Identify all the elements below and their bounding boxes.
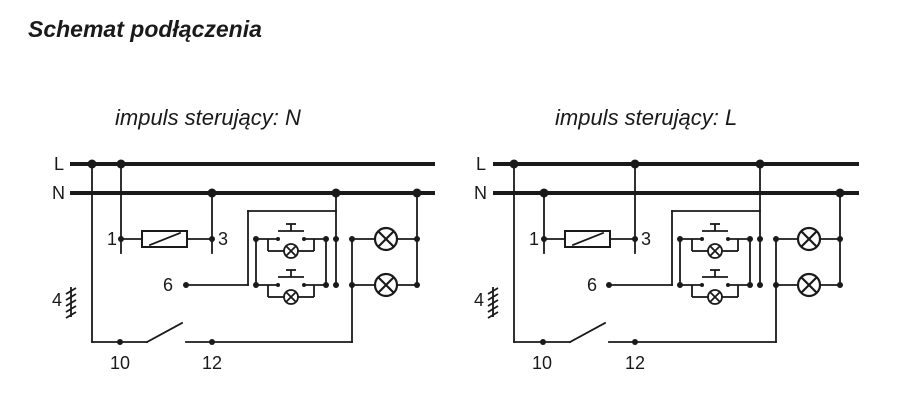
lamp-upper-icon <box>373 226 399 252</box>
pushbutton-lower <box>256 269 326 305</box>
panel-subtitle: impuls sterujący: L <box>555 105 737 130</box>
antenna-icon <box>65 286 77 319</box>
diagram-panel-l: impuls sterujący: L <box>474 105 859 373</box>
relay-coil-stroke <box>148 231 182 247</box>
bus-label-n: N <box>52 183 65 203</box>
lamp-lower-icon <box>796 272 822 298</box>
terminal-10: 10 <box>110 353 130 373</box>
bus-label-l: L <box>476 154 486 174</box>
lamp-lower-icon <box>373 272 399 298</box>
lamp-upper-icon <box>796 226 822 252</box>
terminal-4: 4 <box>52 290 62 310</box>
bus-label-n: N <box>474 183 487 203</box>
terminal-12: 12 <box>202 353 222 373</box>
relay-coil-stroke <box>571 231 605 247</box>
terminal-3: 3 <box>641 229 651 249</box>
pushbutton-lower <box>680 269 750 305</box>
terminal-6: 6 <box>163 275 173 295</box>
terminal-4: 4 <box>474 290 484 310</box>
junction-dots <box>509 159 845 345</box>
terminal-1: 1 <box>529 229 539 249</box>
wiring <box>91 163 418 344</box>
bus-label-l: L <box>54 154 64 174</box>
antenna-icon <box>487 286 499 319</box>
terminal-6: 6 <box>587 275 597 295</box>
diagram-panel-n: impuls sterujący: N <box>52 105 435 373</box>
pushbutton-upper <box>680 223 750 259</box>
junction-dots <box>87 159 422 345</box>
terminal-10: 10 <box>532 353 552 373</box>
panel-subtitle: impuls sterujący: N <box>115 105 301 130</box>
page-title: Schemat podłączenia <box>28 16 262 42</box>
pushbutton-upper <box>256 223 326 259</box>
terminal-1: 1 <box>107 229 117 249</box>
terminal-12: 12 <box>625 353 645 373</box>
wiring <box>513 163 841 344</box>
terminal-3: 3 <box>218 229 228 249</box>
